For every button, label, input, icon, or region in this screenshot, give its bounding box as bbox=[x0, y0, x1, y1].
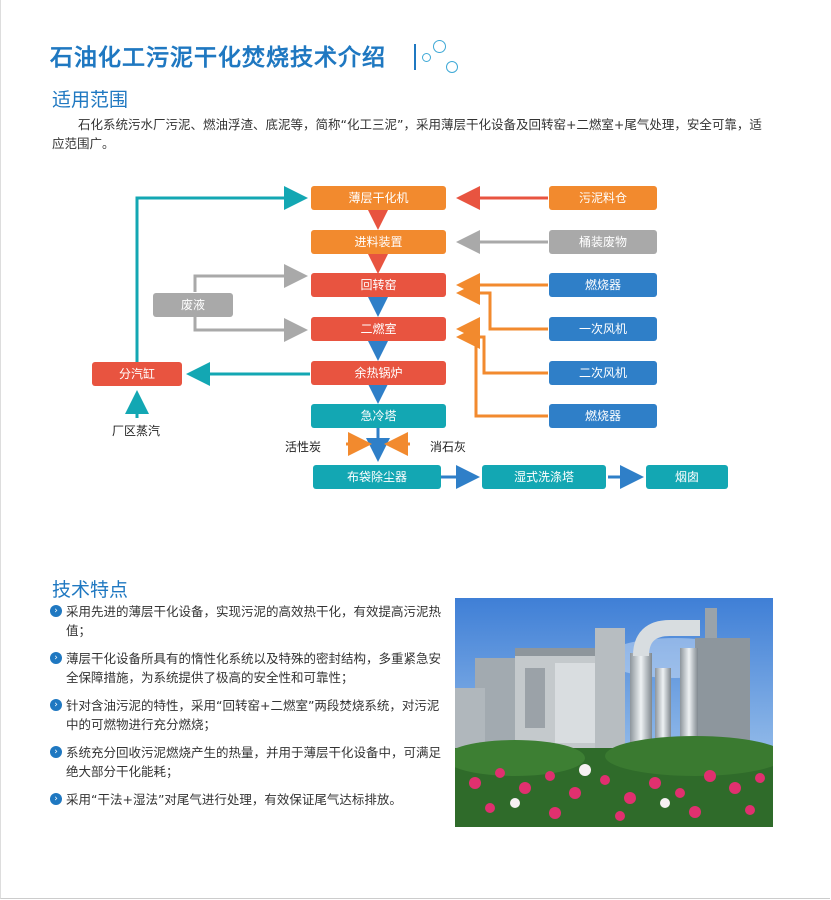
list-item: ›采用先进的薄层干化设备，实现污泥的高效热干化，有效提高污泥热值； bbox=[50, 602, 450, 640]
flow-box-burner-1: 燃烧器 bbox=[549, 273, 657, 297]
flow-box-primary-fan: 一次风机 bbox=[549, 317, 657, 341]
chevron-right-icon: › bbox=[50, 699, 62, 711]
flow-box-feeder: 进料装置 bbox=[311, 230, 446, 254]
bubble-decoration bbox=[446, 61, 458, 73]
list-item: ›采用“干法+湿法”对尾气进行处理，有效保证尾气达标排放。 bbox=[50, 790, 450, 809]
list-item: ›薄层干化设备所具有的惰性化系统以及特殊的密封结构，多重紧急安全保障措施，为系统… bbox=[50, 649, 450, 687]
flow-box-secondary-fan: 二次风机 bbox=[549, 361, 657, 385]
flow-box-burner-2: 燃烧器 bbox=[549, 404, 657, 428]
flow-box-rotary-kiln: 回转窑 bbox=[311, 273, 446, 297]
bubble-decoration bbox=[422, 53, 431, 62]
section-heading-features: 技术特点 bbox=[52, 579, 129, 601]
process-flow-arrows bbox=[125, 186, 644, 489]
label-activated-carbon: 活性炭 bbox=[285, 440, 322, 454]
flow-box-steam-drum: 分汽缸 bbox=[92, 362, 182, 386]
page-title: 石油化工污泥干化焚烧技术介绍 bbox=[50, 45, 386, 71]
list-item: ›针对含油污泥的特性，采用“回转窑+二燃室”两段焚烧系统，对污泥中的可燃物进行充… bbox=[50, 696, 450, 734]
scope-paragraph: 石化系统污水厂污泥、燃油浮渣、底泥等，简称“化工三泥”，采用薄层干化设备及回转窑… bbox=[52, 117, 762, 151]
chevron-right-icon: › bbox=[50, 652, 62, 664]
title-divider bbox=[414, 44, 416, 70]
chevron-right-icon: › bbox=[50, 605, 62, 617]
chevron-right-icon: › bbox=[50, 746, 62, 758]
flow-box-waste-liquid: 废液 bbox=[153, 293, 233, 317]
flow-box-chimney: 烟囱 bbox=[646, 465, 728, 489]
flow-box-quench-tower: 急冷塔 bbox=[311, 404, 446, 428]
plant-photo bbox=[455, 598, 773, 827]
flow-box-waste-heat-boiler: 余热锅炉 bbox=[311, 361, 446, 385]
chevron-right-icon: › bbox=[50, 793, 62, 805]
flow-box-drum-waste: 桶装废物 bbox=[549, 230, 657, 254]
bubble-decoration bbox=[433, 40, 446, 53]
label-slaked-lime: 消石灰 bbox=[430, 440, 467, 454]
flow-box-bag-filter: 布袋除尘器 bbox=[313, 465, 441, 489]
list-item: ›系统充分回收污泥燃烧产生的热量，并用于薄层干化设备中，可满足绝大部分干化能耗； bbox=[50, 743, 450, 781]
flow-box-sludge-silo: 污泥料仓 bbox=[549, 186, 657, 210]
label-plant-steam: 厂区蒸汽 bbox=[112, 424, 161, 438]
section-heading-scope: 适用范围 bbox=[52, 89, 129, 111]
flow-box-thin-film-dryer: 薄层干化机 bbox=[311, 186, 446, 210]
flow-box-wet-scrubber: 湿式洗涤塔 bbox=[482, 465, 606, 489]
feature-list: ›采用先进的薄层干化设备，实现污泥的高效热干化，有效提高污泥热值； ›薄层干化设… bbox=[50, 602, 450, 818]
flow-box-secondary-chamber: 二燃室 bbox=[311, 317, 446, 341]
